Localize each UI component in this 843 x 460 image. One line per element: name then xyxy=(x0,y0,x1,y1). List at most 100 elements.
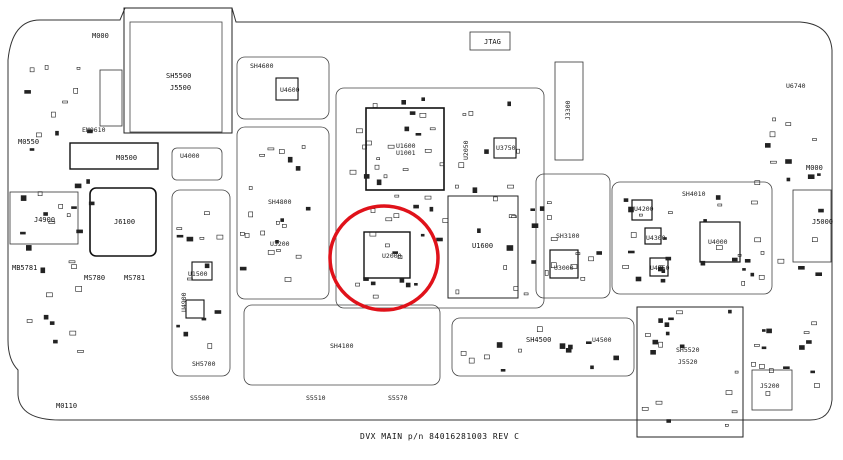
smd-component xyxy=(650,349,656,355)
smd-component xyxy=(772,117,776,122)
smd-component xyxy=(741,281,746,286)
smd-component xyxy=(88,201,95,206)
smd-component xyxy=(803,331,810,334)
smd-component xyxy=(372,103,378,108)
smd-component xyxy=(550,237,558,241)
smd-component xyxy=(37,191,43,196)
smd-component xyxy=(807,174,815,179)
smd-component xyxy=(29,148,35,151)
chip-m0500 xyxy=(69,142,159,170)
smd-component xyxy=(728,309,732,314)
smd-component xyxy=(657,266,664,272)
smd-component xyxy=(402,168,409,171)
components-layer xyxy=(20,65,824,427)
smd-component xyxy=(769,131,776,138)
smd-component xyxy=(295,166,301,171)
smd-component xyxy=(199,237,205,240)
smd-component xyxy=(399,278,405,283)
smd-component xyxy=(536,326,543,333)
smd-component xyxy=(424,195,432,200)
smd-component xyxy=(267,147,275,151)
smd-component xyxy=(641,406,649,411)
smd-component xyxy=(742,268,746,271)
smd-component xyxy=(627,250,635,254)
chip-u3750 xyxy=(493,137,517,159)
smd-component xyxy=(404,126,410,132)
smd-component xyxy=(240,232,245,236)
footer-part-number: DVX MAIN p/n 84016281003 REV C xyxy=(360,432,520,441)
smd-component xyxy=(40,267,46,274)
smd-component xyxy=(666,419,672,423)
smd-component xyxy=(280,218,285,222)
smd-component xyxy=(248,186,253,190)
smd-component xyxy=(69,330,77,336)
smd-component xyxy=(806,340,812,344)
smd-component xyxy=(20,195,27,201)
smd-component xyxy=(731,410,738,414)
smd-component xyxy=(764,143,771,148)
smd-component xyxy=(392,251,399,254)
smd-component xyxy=(455,289,460,295)
smd-component xyxy=(239,266,247,271)
label-u4200: U4200 xyxy=(634,205,654,213)
smd-component xyxy=(244,233,250,238)
smd-component xyxy=(676,310,683,315)
j5500-body xyxy=(129,21,223,133)
label-j5200: J5200 xyxy=(760,382,780,390)
label-mb5781a: MB5781 xyxy=(12,264,37,272)
smd-component xyxy=(507,184,514,189)
label-sh5500: SH5500 xyxy=(166,72,191,80)
smd-component xyxy=(186,236,194,242)
label-u3200: U3200 xyxy=(270,240,290,248)
label-u4000a: U4000 xyxy=(180,152,200,160)
smd-component xyxy=(575,252,581,255)
smd-component xyxy=(777,258,785,264)
smd-component xyxy=(484,149,489,154)
smd-component xyxy=(62,100,68,104)
chip-u1600 xyxy=(447,195,519,299)
smd-component xyxy=(754,180,761,185)
smd-component xyxy=(737,254,742,257)
smd-component xyxy=(754,237,762,243)
smd-component xyxy=(783,366,790,370)
smd-component xyxy=(429,206,434,212)
smd-component xyxy=(703,219,707,222)
smd-component xyxy=(401,100,407,105)
smd-component xyxy=(176,324,180,328)
smd-component xyxy=(71,206,77,209)
smd-component xyxy=(652,339,659,345)
chip-u4300 xyxy=(644,227,662,245)
smd-component xyxy=(183,331,189,337)
smd-component xyxy=(87,129,93,134)
label-u2000: U2000 xyxy=(382,252,402,260)
smd-component xyxy=(570,264,578,269)
sh3100-shield xyxy=(535,173,611,299)
chip-u1500 xyxy=(191,261,213,281)
smd-component xyxy=(623,198,629,202)
smd-component xyxy=(513,286,519,291)
smd-component xyxy=(376,179,382,186)
smd-component xyxy=(86,179,90,184)
label-s5500: S5500 xyxy=(190,394,210,402)
smd-component xyxy=(49,321,55,325)
smd-component xyxy=(817,173,821,176)
smd-component xyxy=(506,245,514,251)
smd-component xyxy=(383,174,388,179)
label-sh4800: SH4800 xyxy=(268,198,292,206)
smd-component xyxy=(751,200,758,205)
smd-component xyxy=(394,194,400,198)
smd-component xyxy=(214,310,222,314)
smd-component xyxy=(424,149,432,153)
smd-component xyxy=(503,265,508,270)
smd-component xyxy=(596,251,603,255)
smd-component xyxy=(523,292,529,296)
smd-component xyxy=(613,355,620,361)
smd-component xyxy=(287,156,293,163)
smd-component xyxy=(76,67,81,70)
label-u1001: U1001 xyxy=(396,149,416,157)
smd-component xyxy=(660,278,666,283)
smd-component xyxy=(770,160,777,164)
smd-component xyxy=(429,127,436,131)
smd-component xyxy=(74,183,82,189)
smd-component xyxy=(588,256,594,262)
